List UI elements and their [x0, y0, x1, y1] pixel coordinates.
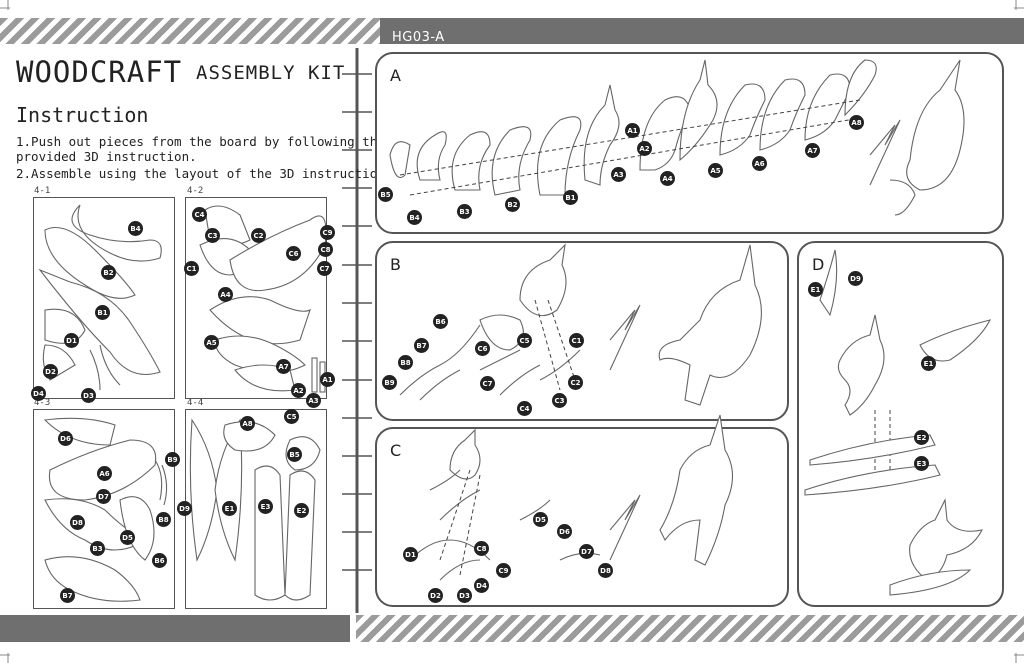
- board-label: 4-2: [187, 186, 204, 196]
- bottom-stripe-bar: [356, 615, 1024, 642]
- part-tag: B8: [398, 355, 413, 370]
- part-tag: C2: [251, 228, 266, 243]
- part-tag: B7: [60, 588, 75, 603]
- panel-label-b: B: [390, 255, 401, 274]
- part-tag: D1: [64, 333, 79, 348]
- part-tag: B4: [128, 221, 143, 236]
- part-tag: D8: [598, 563, 613, 578]
- part-tag: B6: [152, 553, 167, 568]
- part-tag: A4: [660, 171, 675, 186]
- part-tag: D5: [120, 530, 135, 545]
- part-tag: B8: [156, 512, 171, 527]
- part-tag: A2: [291, 383, 306, 398]
- part-tag: A5: [204, 335, 219, 350]
- part-tag: B2: [101, 265, 116, 280]
- instruction-heading: Instruction: [16, 103, 149, 127]
- part-tag: D5: [533, 512, 548, 527]
- part-tag: E1: [222, 501, 237, 516]
- part-tag: C5: [517, 333, 532, 348]
- part-tag: E3: [914, 456, 929, 471]
- part-tag: D2: [428, 588, 443, 603]
- part-tag: C1: [569, 333, 584, 348]
- part-tag: D4: [31, 386, 46, 401]
- part-tag: B2: [505, 197, 520, 212]
- part-tag: E2: [914, 430, 929, 445]
- part-tag: D4: [474, 578, 489, 593]
- part-tag: A6: [752, 156, 767, 171]
- part-tag: C4: [192, 207, 207, 222]
- part-tag: E1: [808, 282, 823, 297]
- board-label: 4-1: [34, 186, 51, 196]
- part-tag: B3: [457, 204, 472, 219]
- part-tag: D1: [403, 547, 418, 562]
- instruction-step-1: 1.Push out pieces from the board by foll…: [16, 134, 385, 164]
- part-tag: D2: [43, 364, 58, 379]
- board-label: 4-4: [187, 398, 204, 408]
- part-tag: A5: [708, 163, 723, 178]
- part-tag: A3: [611, 167, 626, 182]
- part-tag: A3: [306, 393, 321, 408]
- part-tag: E3: [258, 499, 273, 514]
- top-stripe-bar: [0, 18, 380, 44]
- part-tag: B9: [382, 375, 397, 390]
- part-tag: B1: [95, 305, 110, 320]
- part-tag: A7: [805, 143, 820, 158]
- part-tag: A1: [625, 123, 640, 138]
- part-tag: C2: [568, 375, 583, 390]
- part-tag: C1: [184, 261, 199, 276]
- part-tag: A4: [218, 287, 233, 302]
- part-tag: E2: [294, 503, 309, 518]
- board-label: 4-3: [34, 398, 51, 408]
- part-tag: C9: [496, 563, 511, 578]
- part-tag: D6: [557, 524, 572, 539]
- part-tag: A2: [637, 141, 652, 156]
- part-tag: C3: [205, 228, 220, 243]
- part-tag: C4: [517, 401, 532, 416]
- part-tag: D9: [177, 501, 192, 516]
- part-tag: D7: [579, 544, 594, 559]
- product-title: WOODCRAFT: [16, 55, 183, 89]
- part-tag: B9: [165, 452, 180, 467]
- top-code-bar: [380, 18, 1024, 44]
- part-tag: A6: [97, 466, 112, 481]
- part-tag: B5: [378, 187, 393, 202]
- instruction-step-2: 2.Assemble using the layout of the 3D in…: [16, 166, 393, 181]
- part-tag: C7: [317, 261, 332, 276]
- part-tag: C8: [318, 242, 333, 257]
- part-tag: D3: [457, 588, 472, 603]
- part-tag: A8: [240, 416, 255, 431]
- part-tag: B5: [287, 447, 302, 462]
- part-tag: C3: [552, 393, 567, 408]
- part-tag: A7: [276, 359, 291, 374]
- product-subtitle: ASSEMBLY KIT: [196, 62, 346, 84]
- part-tag: B6: [433, 314, 448, 329]
- part-tag: C7: [480, 376, 495, 391]
- part-tag: B1: [563, 190, 578, 205]
- part-tag: C8: [474, 541, 489, 556]
- part-tag: D9: [848, 271, 863, 286]
- part-tag: D6: [58, 431, 73, 446]
- bottom-solid-bar: [0, 615, 350, 642]
- part-tag: C6: [475, 341, 490, 356]
- part-tag: D7: [96, 489, 111, 504]
- panel-label-a: A: [390, 66, 401, 85]
- part-tag: A8: [849, 115, 864, 130]
- panel-label-d: D: [812, 255, 825, 274]
- part-tag: B3: [90, 541, 105, 556]
- part-tag: D3: [81, 388, 96, 403]
- part-tag: E1: [921, 356, 936, 371]
- panel-label-c: C: [390, 441, 402, 460]
- part-tag: D8: [70, 515, 85, 530]
- part-tag: B4: [407, 210, 422, 225]
- part-tag: C5: [284, 409, 299, 424]
- model-code: HG03-A: [392, 30, 445, 45]
- part-tag: A1: [320, 372, 335, 387]
- part-tag: C9: [320, 225, 335, 240]
- part-tag: C6: [286, 246, 301, 261]
- part-tag: B7: [414, 338, 429, 353]
